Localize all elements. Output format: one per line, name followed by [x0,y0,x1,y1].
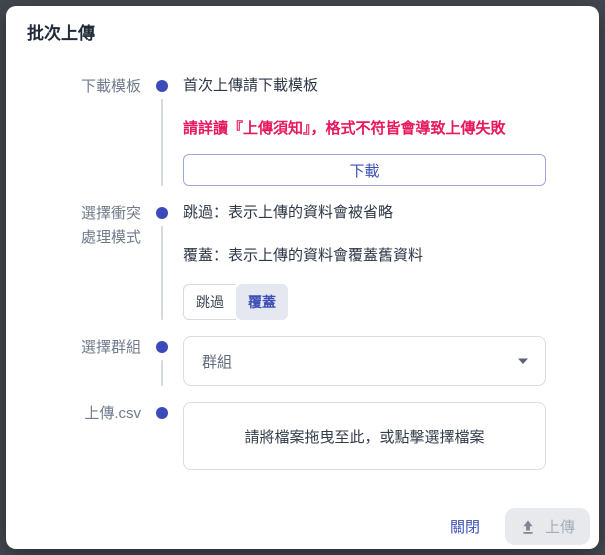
timeline-connector [161,99,163,186]
timeline-connector [161,360,163,386]
timeline [141,202,183,320]
step-dot [156,207,168,219]
dropzone-text: 請將檔案拖曳至此，或點擊選擇檔案 [244,428,485,446]
group-select-value: 群組 [202,353,233,371]
timeline [141,75,183,186]
timeline-connector [161,226,163,320]
step-instruction: 首次上傳請下載模板 [183,77,319,94]
step-label: 下載模板 [80,78,141,95]
dialog-title: 批次上傳 [27,24,95,43]
step-label-line: 選擇衝突 [80,205,141,222]
step-download-template: 下載模板 首次上傳請下載模板 請詳讀『上傳須知』，格式不符皆會導致上傳失敗 下載 [27,75,546,202]
step-dot [156,80,168,92]
timeline [141,402,183,470]
skip-mode-description: 跳過：表示上傳的資料會被省略 [183,204,394,221]
file-dropzone[interactable]: 請將檔案拖曳至此，或點擊選擇檔案 [183,402,546,470]
step-dot [156,341,168,353]
toggle-option-overwrite[interactable]: 覆蓋 [236,284,288,320]
step-label-line: 處理模式 [80,229,141,246]
close-button[interactable]: 關閉 [430,508,500,545]
upload-button-label: 上傳 [544,519,575,536]
step-label: 上傳.csv [84,405,141,422]
dialog-footer: 關閉 上傳 [6,508,599,549]
batch-upload-dialog: 批次上傳 下載模板 首次上傳請下載模板 請詳讀『上傳須知』，格式不符皆會導致上傳… [6,6,599,549]
step-conflict-mode: 選擇衝突 處理模式 跳過：表示上傳的資料會被省略 覆蓋：表示上傳的資料會覆蓋舊資… [27,202,546,336]
toggle-option-skip[interactable]: 跳過 [183,284,236,320]
group-select[interactable]: 群組 [183,336,546,386]
dropdown-arrow-icon [517,357,529,365]
download-button[interactable]: 下載 [183,154,546,186]
upload-button[interactable]: 上傳 [504,508,590,545]
step-label: 選擇群組 [80,339,141,356]
step-dot [156,407,168,419]
upload-notice-warning: 請詳讀『上傳須知』，格式不符皆會導致上傳失敗 [183,120,506,137]
step-select-group: 選擇群組 群組 [27,336,546,402]
upload-icon [520,519,536,535]
step-upload-csv: 上傳.csv 請將檔案拖曳至此，或點擊選擇檔案 [27,402,546,470]
step-label: 選擇衝突 處理模式 [27,202,141,320]
conflict-mode-toggle: 跳過 覆蓋 [183,284,288,320]
dialog-content: 下載模板 首次上傳請下載模板 請詳讀『上傳須知』，格式不符皆會導致上傳失敗 下載… [6,46,599,508]
timeline [141,336,183,386]
overwrite-mode-description: 覆蓋：表示上傳的資料會覆蓋舊資料 [183,247,424,264]
